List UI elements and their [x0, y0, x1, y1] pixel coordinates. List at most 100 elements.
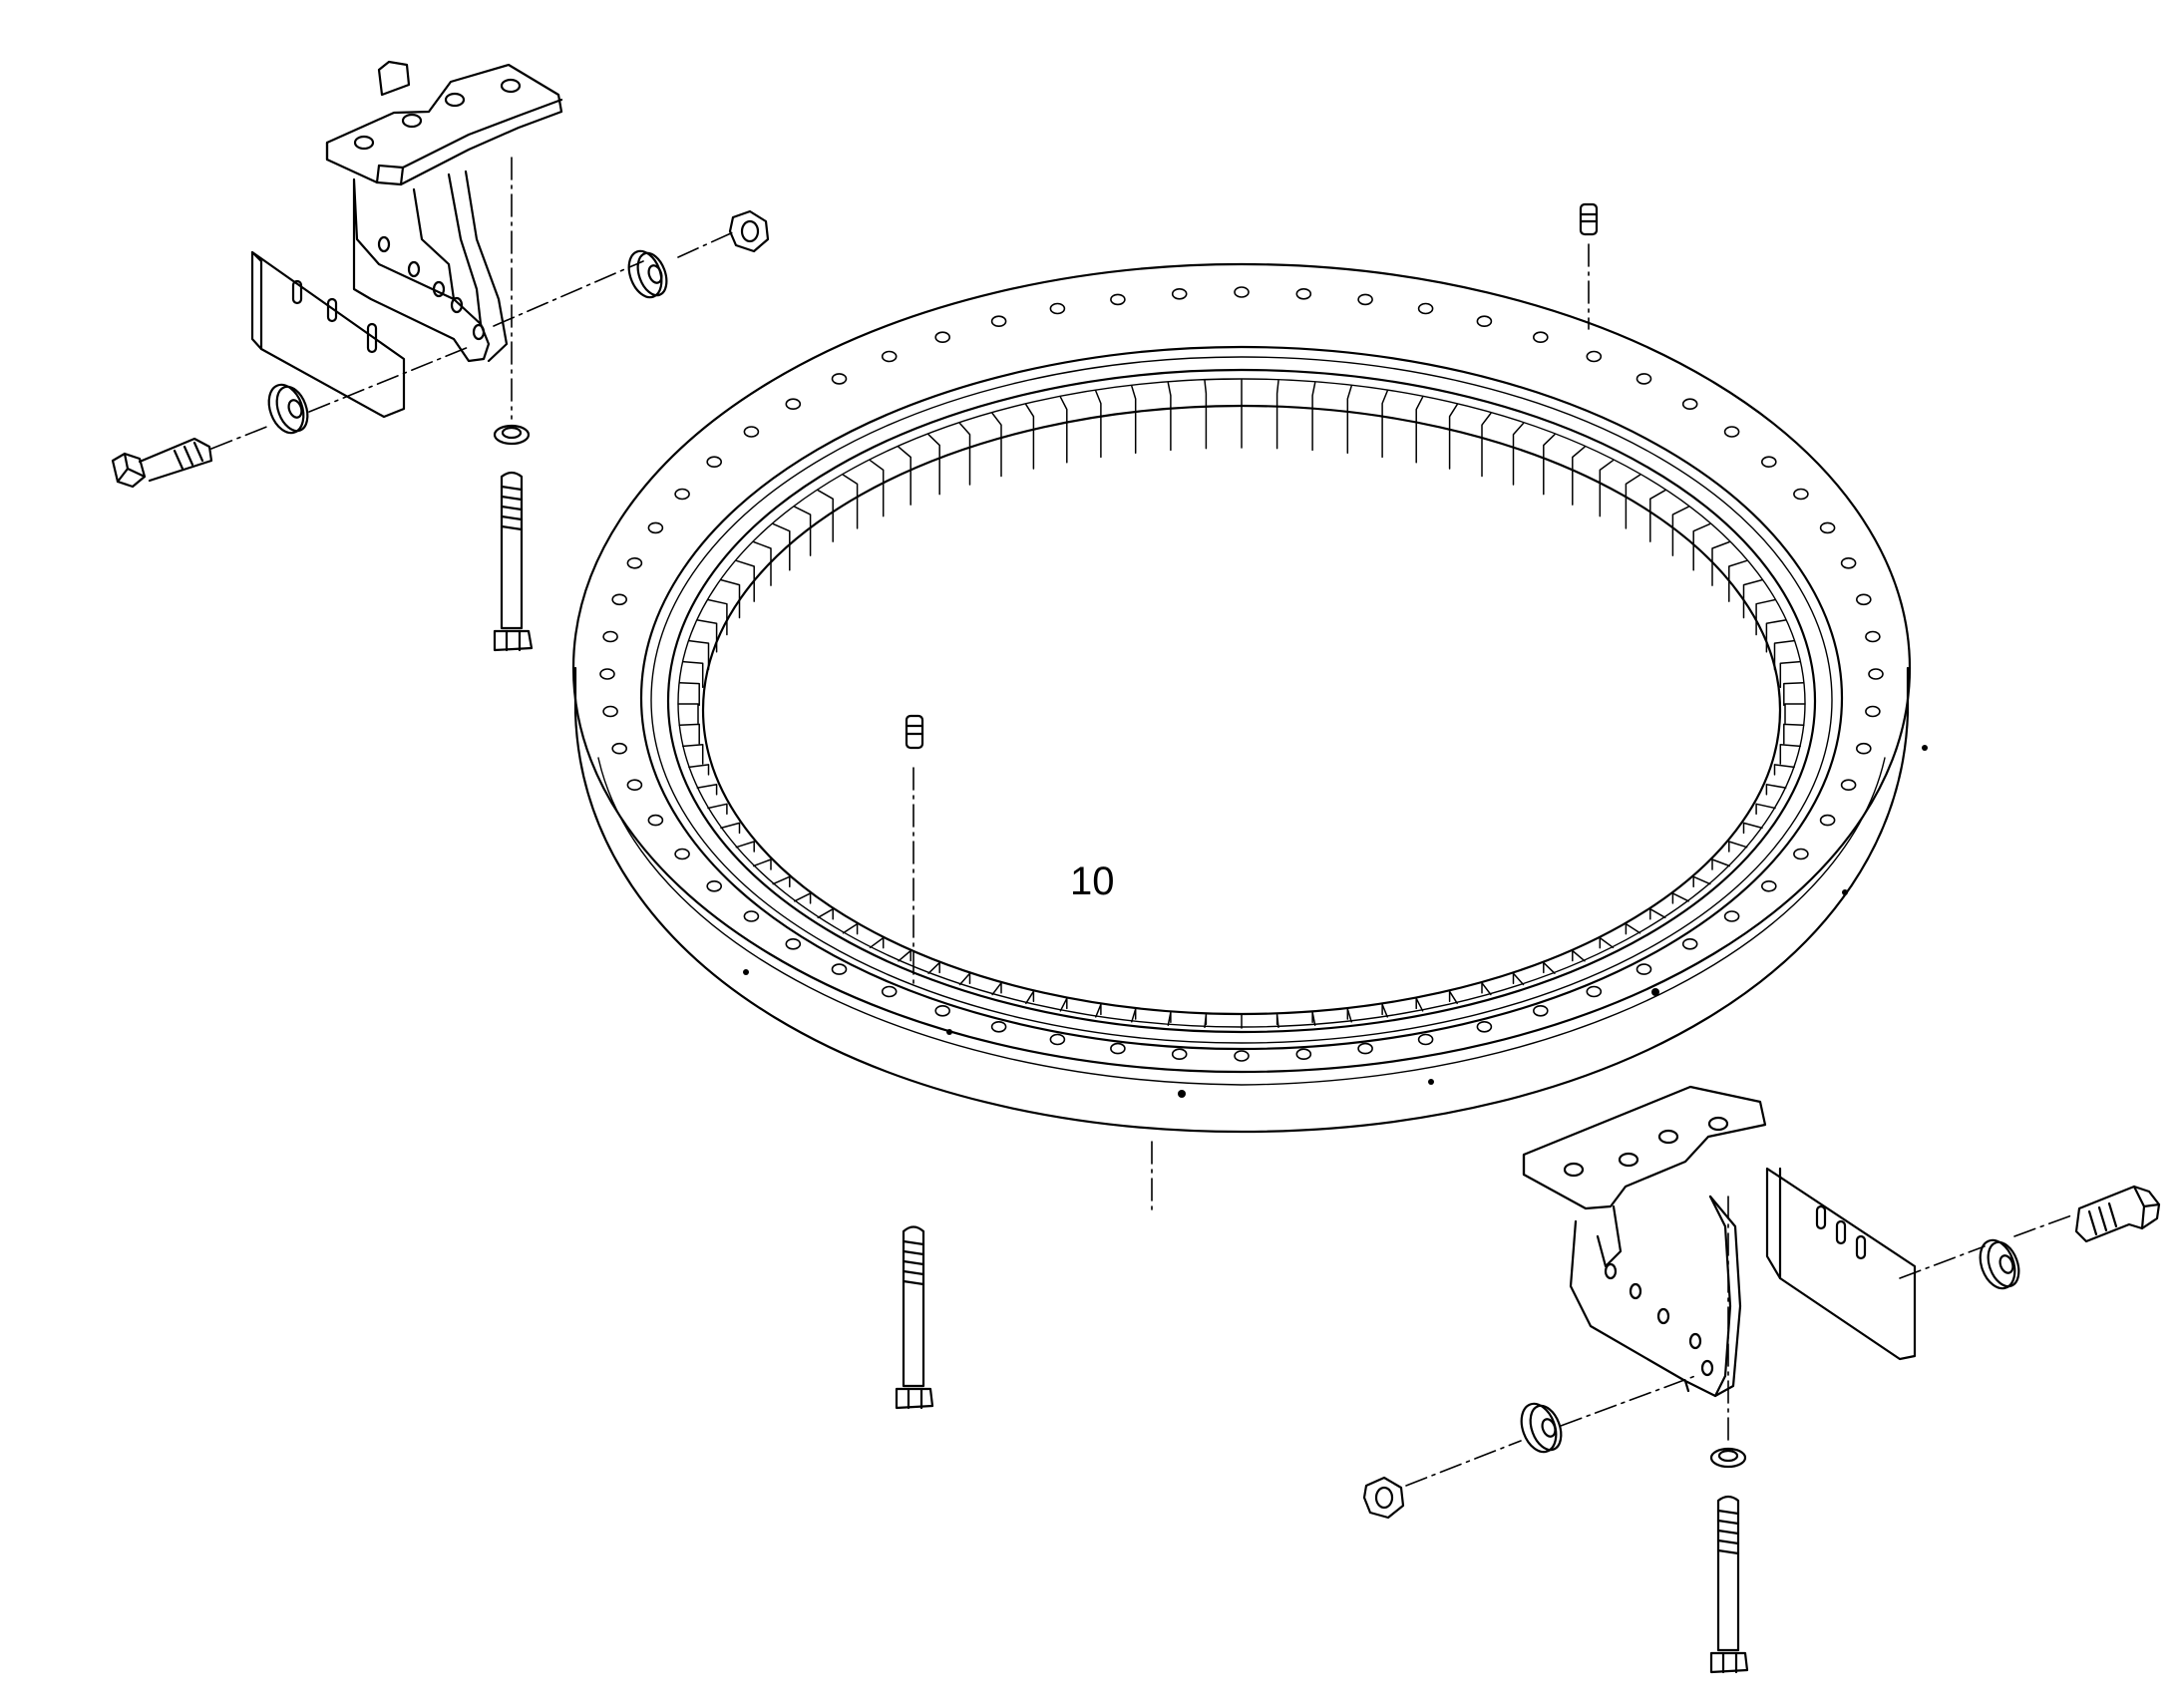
grease-nipple-right — [1579, 202, 1599, 236]
gear-tooth — [1131, 385, 1137, 455]
gear-tooth — [1742, 822, 1763, 835]
bolt-hole — [881, 985, 898, 998]
slewing-ring — [571, 262, 1928, 1134]
assembly-centerlines — [210, 157, 2075, 1487]
gear-tooth — [707, 803, 728, 816]
gear-tooth — [1625, 922, 1641, 935]
bolt-hole — [934, 331, 951, 344]
inner-race-inner-edge — [666, 368, 1817, 1034]
gear-tooth — [1512, 972, 1525, 986]
gear-tooth — [1783, 723, 1805, 745]
bolt-hole — [1819, 521, 1836, 534]
inner-race-outer-edge — [639, 345, 1844, 1051]
gear-tooth — [772, 875, 791, 888]
gear-tooth — [1346, 385, 1352, 455]
gear-tooth — [1599, 936, 1615, 949]
bolt-hole — [1171, 287, 1188, 300]
gear-tooth — [1755, 598, 1776, 636]
gear-tooth — [1649, 907, 1666, 920]
bolt-hole — [1357, 1042, 1373, 1055]
washer-left-nut — [627, 249, 668, 299]
bolt-hole — [881, 350, 898, 363]
bolt-hole — [743, 910, 760, 922]
bolt-hole — [1635, 963, 1652, 975]
bolt-hole — [831, 963, 848, 975]
bolt-hole — [1295, 287, 1312, 300]
gear-tooth — [1755, 803, 1776, 816]
bolt-hole — [1819, 814, 1836, 827]
mounting-bracket-left — [325, 60, 563, 363]
gear-tooth — [842, 922, 859, 935]
bolt-hole — [934, 1004, 951, 1017]
gear-tooth — [794, 892, 812, 904]
bolt-hole — [611, 593, 628, 606]
gear-tooth — [898, 446, 911, 506]
gear-tooth — [707, 598, 728, 636]
bolt-hole — [1295, 1048, 1312, 1060]
face-dots — [743, 745, 1928, 1098]
gear-tooth — [752, 858, 772, 870]
gear-tooth — [1381, 390, 1388, 459]
mounting-bracket-right — [1522, 1085, 1767, 1398]
bolt-hole — [626, 779, 643, 792]
gear-tooth — [1572, 446, 1586, 506]
hex-bolt-right — [2074, 1185, 2161, 1243]
gear-tooth — [1346, 1008, 1352, 1023]
gear-tooth — [1512, 422, 1525, 486]
gear-tooth — [1095, 390, 1102, 459]
bolt-hole — [1586, 350, 1603, 363]
gear-teeth — [677, 379, 1806, 1029]
lock-washer-right — [1709, 1447, 1747, 1469]
bolt-hole — [1234, 286, 1250, 298]
bolt-hole — [626, 556, 643, 569]
bolt-hole — [1417, 1033, 1434, 1046]
gear-tooth — [1779, 660, 1801, 688]
gear-tooth — [1025, 990, 1035, 1005]
hex-bolt-left — [111, 437, 213, 489]
washer-right-nut — [1520, 1402, 1563, 1454]
bolt-hole — [1110, 293, 1126, 306]
gear-tooth — [1204, 379, 1208, 450]
grease-nipple-center — [905, 714, 924, 750]
gear-tooth — [1275, 1013, 1279, 1029]
bolt-hole — [1723, 426, 1740, 438]
gear-tooth — [869, 936, 885, 949]
gear-tooth — [1784, 703, 1806, 725]
gear-tooth — [1167, 382, 1172, 452]
bolt-hole — [1417, 302, 1434, 315]
gear-tooth — [958, 972, 971, 986]
bolt-hole — [831, 373, 848, 385]
gear-tooth — [1543, 434, 1556, 496]
gear-tooth — [1765, 619, 1787, 653]
gear-tooth — [991, 982, 1002, 996]
gear-tooth — [1415, 396, 1424, 464]
long-stud-bolt-center — [895, 1225, 934, 1410]
gear-tooth — [682, 660, 704, 688]
gear-tooth — [1415, 997, 1424, 1012]
bolt-hole — [647, 814, 664, 827]
gear-tooth — [927, 434, 940, 496]
gear-root-circle — [701, 404, 1782, 1016]
bolt-hole — [1868, 668, 1884, 680]
gear-tooth — [1773, 764, 1795, 776]
gear-tooth — [1481, 412, 1492, 478]
gear-tooth — [958, 422, 971, 486]
gear-tooth — [772, 522, 791, 571]
bolt-holes — [599, 286, 1884, 1062]
gear-tooth — [682, 743, 704, 765]
gear-tooth — [1728, 559, 1748, 602]
gear-tooth — [898, 949, 911, 962]
gear-tooth — [678, 681, 700, 706]
gear-tooth — [735, 841, 755, 853]
bolt-hole — [1793, 848, 1809, 860]
gear-tooth — [1711, 858, 1731, 870]
bolt-hole — [1171, 1048, 1188, 1060]
gear-tooth — [720, 578, 741, 619]
washer-left-bolt — [267, 383, 309, 435]
gear-tooth — [817, 489, 834, 542]
gear-tooth — [688, 639, 710, 671]
gear-tooth — [1059, 997, 1068, 1012]
bolt-hole — [611, 742, 628, 755]
gear-tooth — [817, 907, 834, 920]
